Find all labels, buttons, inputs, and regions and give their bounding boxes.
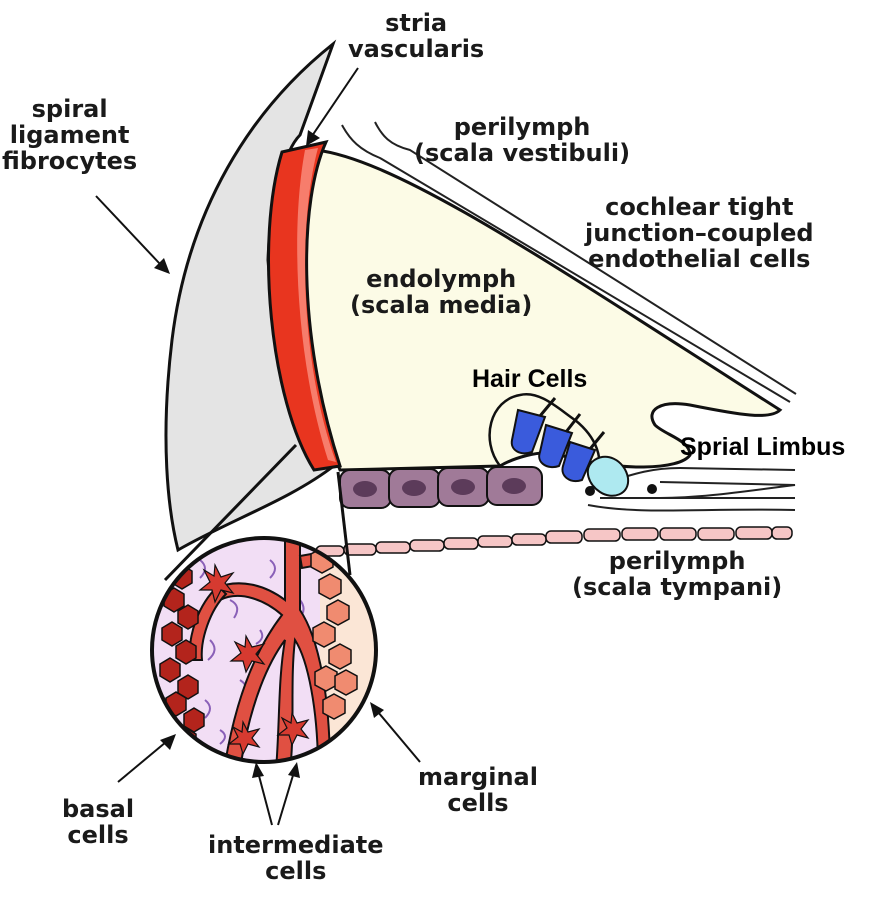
tympani-cell — [622, 528, 658, 540]
basal-cell — [178, 605, 198, 629]
tympani-cell — [512, 534, 546, 545]
label-line: (scala vestibuli) — [414, 140, 630, 166]
arrow-basal — [118, 742, 166, 782]
marginal-cell — [329, 644, 351, 669]
label-perilymph-vestibuli: perilymph (scala vestibuli) — [414, 114, 630, 166]
label-line: endolymph — [350, 266, 532, 292]
label-tight-junction: cochlear tight junction–coupled endothel… — [585, 194, 814, 272]
label-line: endothelial cells — [585, 246, 814, 272]
label-line: fibrocytes — [2, 148, 137, 174]
arrow-ligament — [96, 196, 160, 264]
arrowhead-intermediate-2 — [288, 762, 300, 778]
label-endolymph: endolymph (scala media) — [350, 266, 532, 318]
label-perilymph-tympani: perilymph (scala tympani) — [572, 548, 782, 600]
marginal-cell — [313, 622, 335, 647]
epithelial-nucleus — [402, 480, 426, 496]
arrowhead-basal — [160, 734, 176, 750]
label-line: cells — [208, 858, 384, 884]
label-line: intermediate — [208, 832, 384, 858]
tympani-cell — [376, 542, 410, 553]
label-spiral-limbus: Sprial Limbus — [680, 434, 845, 460]
label-line: (scala tympani) — [572, 574, 782, 600]
epithelial-cells — [340, 467, 542, 508]
label-line: ligament — [2, 122, 137, 148]
label-line: marginal — [418, 764, 538, 790]
tympani-cell — [698, 528, 734, 540]
epithelial-nucleus — [451, 479, 475, 495]
label-line: vascularis — [348, 36, 484, 62]
label-line: cells — [418, 790, 538, 816]
label-line: perilymph — [572, 548, 782, 574]
epithelial-nucleus — [353, 481, 377, 497]
arrow-intermediate-1 — [258, 772, 272, 825]
marginal-cell — [327, 600, 349, 625]
label-line: (scala media) — [350, 292, 532, 318]
label-stria-vascularis: stria vascularis — [348, 10, 484, 62]
label-line: stria — [348, 10, 484, 36]
basal-cell — [162, 622, 182, 646]
marginal-cell — [335, 670, 357, 695]
tympani-cell — [410, 540, 444, 551]
label-line: cochlear tight — [585, 194, 814, 220]
limbus-dot — [647, 484, 657, 494]
basal-cell — [176, 640, 196, 664]
label-line: junction–coupled — [585, 220, 814, 246]
tympani-cell — [444, 538, 478, 549]
tympani-cell — [546, 531, 582, 543]
label-line: spiral — [2, 96, 137, 122]
label-line: cells — [62, 822, 134, 848]
epithelial-nucleus — [502, 478, 526, 494]
arrow-intermediate-2 — [278, 772, 294, 825]
marginal-cell — [319, 574, 341, 599]
label-line: perilymph — [414, 114, 630, 140]
label-hair-cells: Hair Cells — [472, 366, 587, 392]
stria-inset — [152, 530, 390, 770]
tympani-cell — [772, 527, 792, 539]
label-intermediate-cells: intermediate cells — [208, 832, 384, 884]
label-basal-cells: basal cells — [62, 796, 134, 848]
tympani-cell — [660, 528, 696, 540]
tympani-cell — [736, 527, 772, 539]
marginal-cell — [323, 694, 345, 719]
arrow-marginal — [378, 712, 420, 762]
arrowhead-intermediate-1 — [252, 762, 264, 778]
tympani-cell — [478, 536, 512, 547]
label-marginal-cells: marginal cells — [418, 764, 538, 816]
label-line: basal — [62, 796, 134, 822]
marginal-cell — [315, 666, 337, 691]
basal-cell — [160, 658, 180, 682]
tympani-cell — [584, 529, 620, 541]
label-spiral-ligament: spiral ligament fibrocytes — [2, 96, 137, 174]
limbus-dot — [585, 486, 595, 496]
